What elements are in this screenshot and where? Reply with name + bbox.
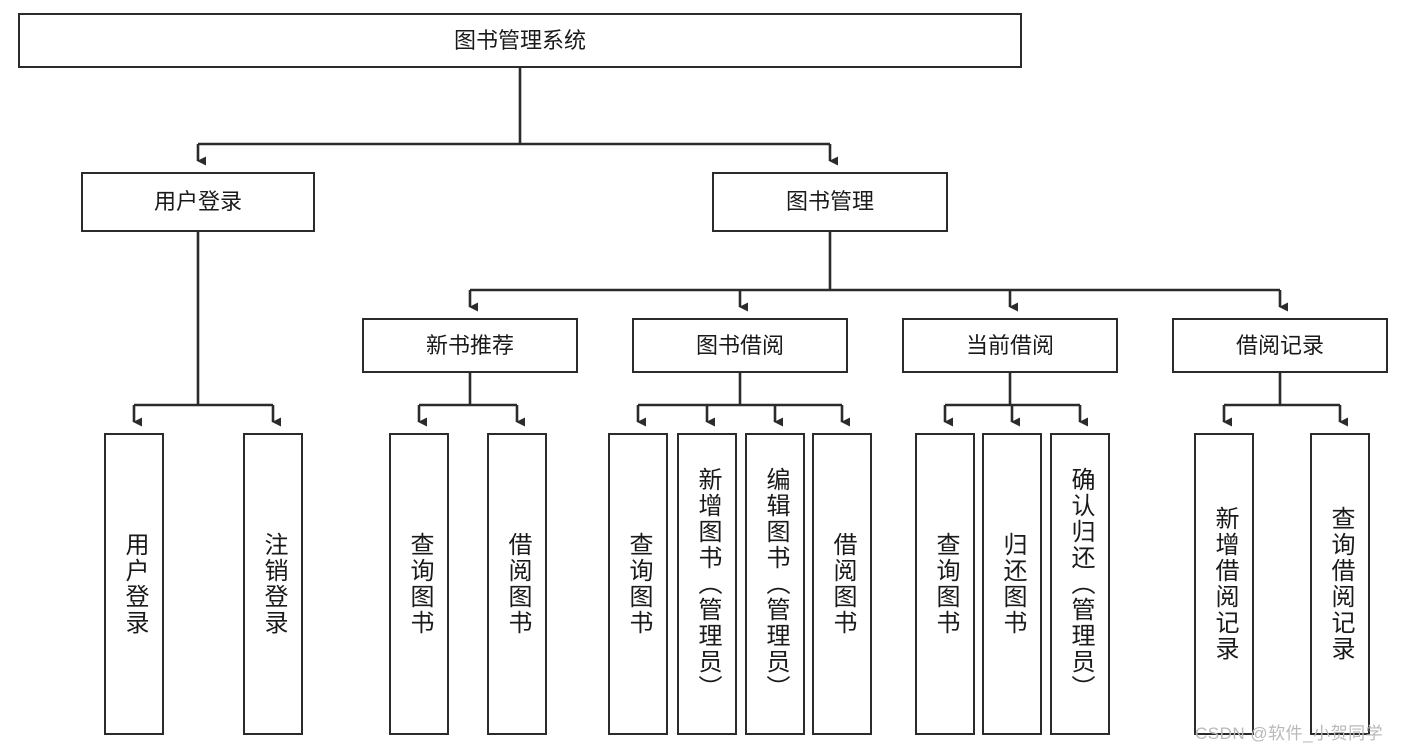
node-leaf-add-book[interactable]: 新增图书（管理员） [677, 433, 737, 735]
csdn-watermark: CSDN @软件_小贺同学 [1195, 724, 1384, 743]
node-label: 查询图书 [932, 532, 959, 636]
node-leaf-return-book[interactable]: 归还图书 [982, 433, 1042, 735]
node-leaf-confirm-return[interactable]: 确认归还（管理员） [1050, 433, 1110, 735]
node-leaf-query-book-2[interactable]: 查询图书 [608, 433, 668, 735]
node-leaf-query-book-3[interactable]: 查询图书 [915, 433, 975, 735]
node-leaf-user-login[interactable]: 用户登录 [104, 433, 164, 735]
node-label: 新书推荐 [425, 332, 514, 358]
node-leaf-query-record[interactable]: 查询借阅记录 [1310, 433, 1370, 735]
node-label: 借阅记录 [1235, 332, 1324, 358]
node-borrow-record[interactable]: 借阅记录 [1172, 318, 1388, 373]
node-label: 注销登录 [260, 532, 287, 636]
node-book-borrow[interactable]: 图书借阅 [632, 318, 848, 373]
node-label: 用户登录 [121, 532, 148, 636]
node-leaf-borrow-book-2[interactable]: 借阅图书 [812, 433, 872, 735]
node-label: 查询图书 [406, 532, 433, 636]
node-label: 当前借阅 [965, 332, 1054, 358]
node-leaf-add-record[interactable]: 新增借阅记录 [1194, 433, 1254, 735]
node-leaf-borrow-book-1[interactable]: 借阅图书 [487, 433, 547, 735]
node-label: 新增图书（管理员） [694, 467, 721, 701]
node-leaf-query-book-1[interactable]: 查询图书 [389, 433, 449, 735]
node-label: 借阅图书 [504, 532, 531, 636]
node-user-login[interactable]: 用户登录 [81, 172, 315, 232]
node-leaf-logout[interactable]: 注销登录 [243, 433, 303, 735]
node-label: 归还图书 [999, 532, 1026, 636]
node-label: 确认归还（管理员） [1067, 467, 1094, 701]
node-label: 新增借阅记录 [1211, 506, 1238, 662]
node-label: 借阅图书 [829, 532, 856, 636]
node-root[interactable]: 图书管理系统 [18, 13, 1022, 68]
node-label: 查询借阅记录 [1327, 506, 1354, 662]
node-label: 图书管理系统 [453, 27, 586, 53]
node-label: 用户登录 [153, 189, 242, 215]
node-label: 图书借阅 [695, 332, 784, 358]
node-current-borrow[interactable]: 当前借阅 [902, 318, 1118, 373]
node-label: 编辑图书（管理员） [762, 467, 789, 701]
node-book-manage[interactable]: 图书管理 [712, 172, 948, 232]
node-leaf-edit-book[interactable]: 编辑图书（管理员） [745, 433, 805, 735]
node-label: 图书管理 [785, 189, 874, 215]
node-new-book-recommend[interactable]: 新书推荐 [362, 318, 578, 373]
node-label: 查询图书 [625, 532, 652, 636]
